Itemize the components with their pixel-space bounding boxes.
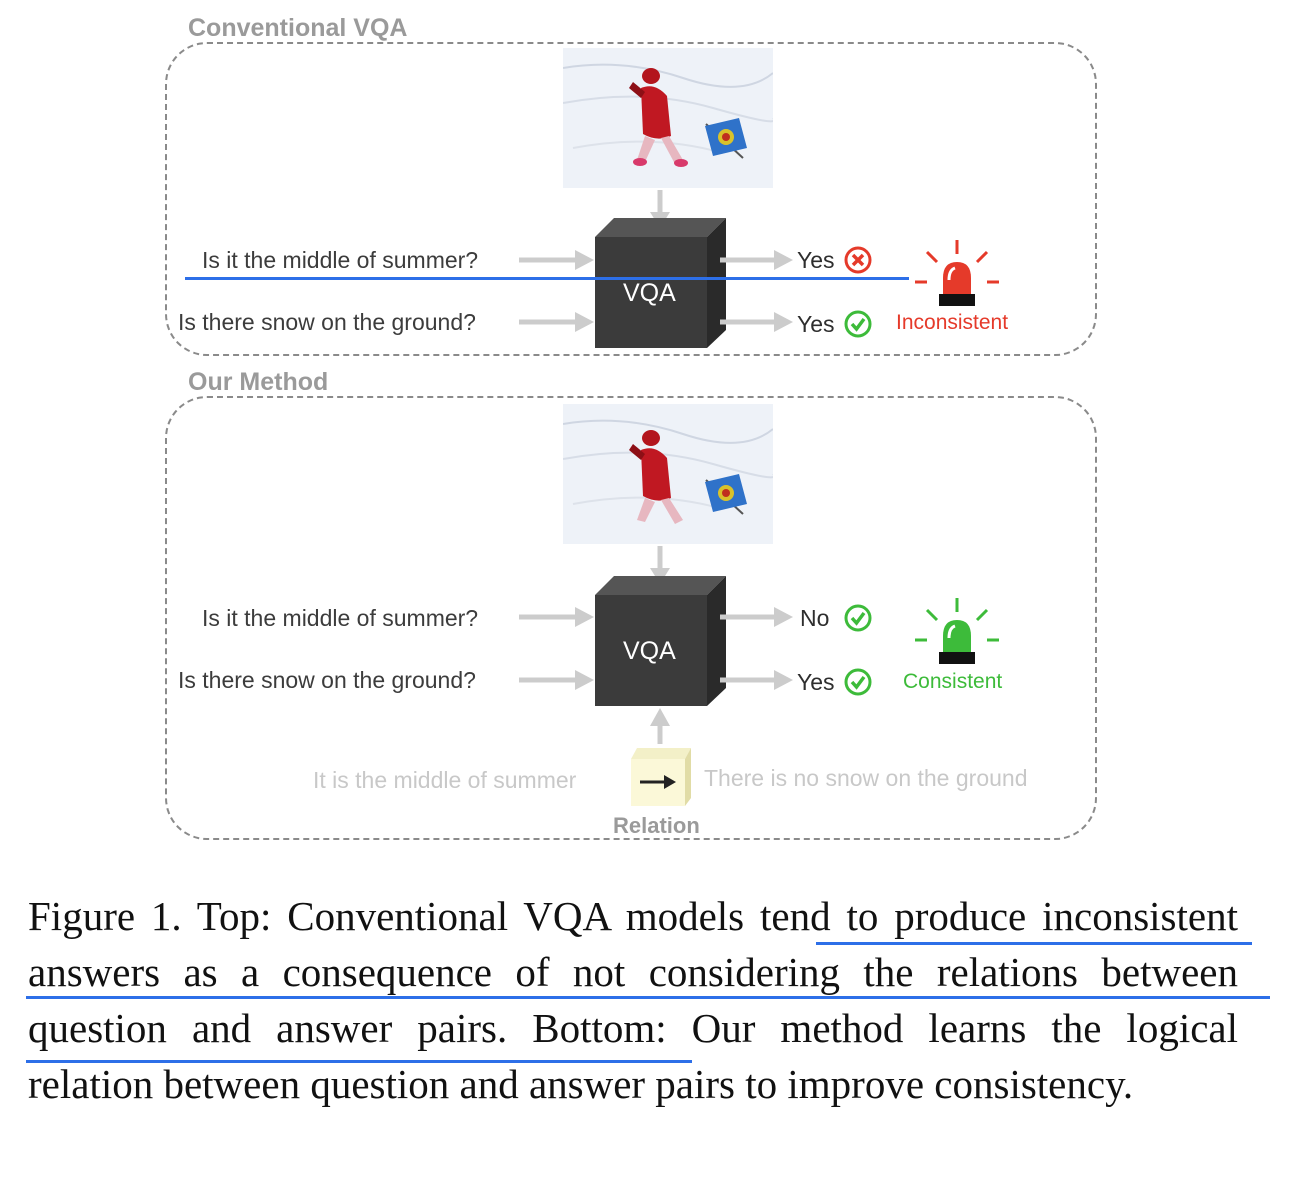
answer-summer-bottom: No [800,605,830,631]
annotation-underline-top [185,277,909,280]
consistent-label: Consistent [903,670,1003,693]
check-icon [844,310,872,338]
caption-text-start: Figure 1. Top: Conventional VQA models [28,893,760,939]
caption-highlighted-text: tend to produce inconsistent answers as … [28,893,1238,1051]
question-snow-top: Is there snow on the ground? [178,309,476,335]
siren-green-icon [915,598,999,664]
question-summer-top: Is it the middle of summer? [202,247,479,273]
snow-photo-top [563,48,773,188]
check-icon [844,604,872,632]
arrow-right-icon [640,775,676,789]
annotation-underline-line1 [816,942,1252,945]
relation-hypothesis: There is no snow on the ground [704,765,1028,791]
annotation-underline-line2 [26,996,1270,999]
question-summer-bottom: Is it the middle of summer? [202,605,479,631]
our-method-panel [165,396,1097,840]
cross-icon [844,246,872,274]
figure-caption: Figure 1. Top: Conventional VQA models t… [28,888,1238,1112]
answer-snow-bottom: Yes [797,669,835,695]
bottom-diagram [519,546,793,806]
caption-text-end: Bottom: Our method learns the logical re… [28,1005,1238,1107]
question-snow-bottom: Is there snow on the ground? [178,667,476,693]
answer-summer-top: Yes [797,247,835,273]
our-method-title: Our Method [182,368,335,396]
conventional-vqa-title: Conventional VQA [182,14,414,42]
relation-label: Relation [613,813,700,838]
snow-photo-bottom [563,404,773,544]
relation-premise: It is the middle of summer [313,767,577,793]
annotation-underline-line3 [26,1060,692,1063]
answer-snow-top: Yes [797,311,835,337]
vqa-model-label-bottom: VQA [623,637,676,665]
inconsistent-label: Inconsistent [896,311,1009,334]
vqa-model-label-top: VQA [623,279,676,307]
check-icon [844,668,872,696]
conventional-vqa-panel [165,42,1097,356]
top-diagram [519,190,793,348]
siren-red-icon [915,240,999,306]
